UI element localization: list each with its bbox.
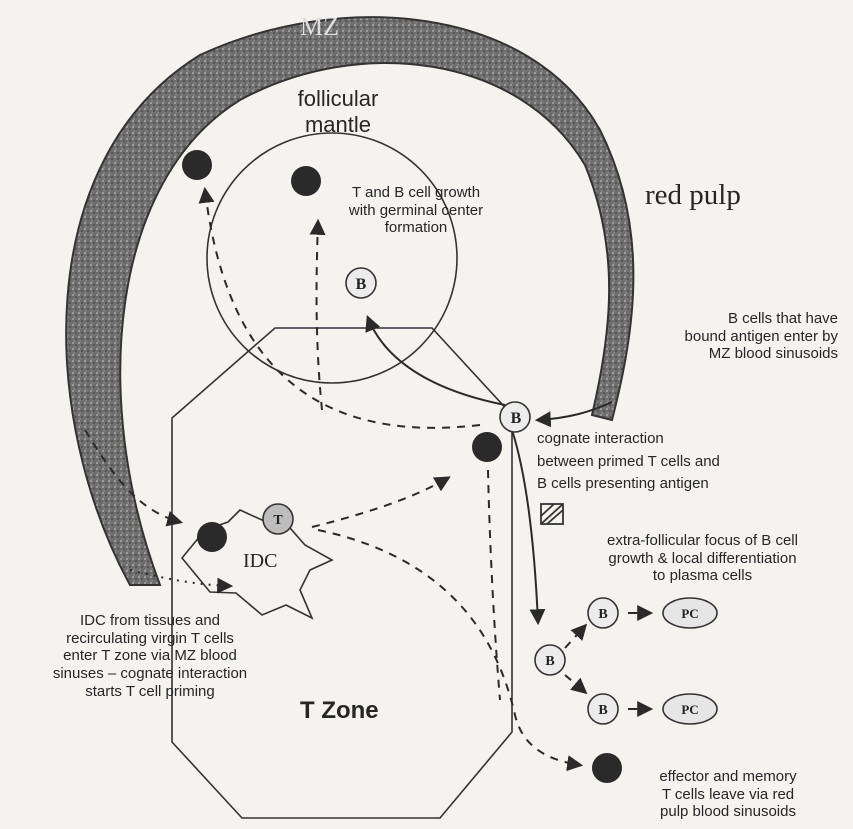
follicle-circle xyxy=(207,133,457,383)
extra-follicular-focus-icon xyxy=(541,504,563,524)
primed-t-cell xyxy=(472,432,502,462)
effector-line-3: pulp blood sinusoids xyxy=(628,803,828,821)
idc-note-line-2: recirculating virgin T cells xyxy=(20,630,280,648)
follicular-mantle-line-1: follicular xyxy=(268,86,408,112)
idc-note-line-1: IDC from tissues and xyxy=(20,612,280,630)
effector-line-1: effector and memory xyxy=(628,768,828,786)
effector-line-2: T cells leave via red xyxy=(628,786,828,804)
effector-t-cell xyxy=(592,753,622,783)
pc-label-upper: PC xyxy=(681,606,698,621)
b-enter-line-1: B cells that have xyxy=(628,310,838,328)
germinal-center-note: T and B cell growth with germinal center… xyxy=(336,184,496,237)
idc-note-line-3: enter T zone via MZ blood xyxy=(20,647,280,665)
idc-entry-note: IDC from tissues and recirculating virgi… xyxy=(20,612,280,700)
red-pulp-label: red pulp xyxy=(645,178,741,212)
t-cell-on-idc xyxy=(197,522,227,552)
cognate-line-3: B cells presenting antigen xyxy=(537,473,720,496)
arrow-b-to-focus xyxy=(512,430,538,622)
follicular-mantle-line-2: mantle xyxy=(268,112,408,138)
b-label-focus-upper: B xyxy=(598,607,607,622)
extra-line-3: to plasma cells xyxy=(560,567,845,585)
t-cell-mantle-left xyxy=(182,150,212,180)
arrow-tcell-down xyxy=(488,470,500,700)
b-cells-enter-note: B cells that have bound antigen enter by… xyxy=(628,310,838,363)
mz-label: MZ xyxy=(300,12,339,43)
extra-line-2: growth & local differentiation xyxy=(560,550,845,568)
cognate-line-1: cognate interaction xyxy=(537,428,720,451)
germinal-line-1: T and B cell growth xyxy=(336,184,496,202)
t-zone-label: T Zone xyxy=(300,697,379,725)
b-enter-line-2: bound antigen enter by xyxy=(628,328,838,346)
extra-follicular-note: extra-follicular focus of B cell growth … xyxy=(560,532,845,585)
b-enter-line-3: MZ blood sinusoids xyxy=(628,345,838,363)
cognate-line-2: between primed T cells and xyxy=(537,451,720,474)
b-label-entering: B xyxy=(511,410,522,427)
idc-label: IDC xyxy=(243,550,277,574)
idc-note-line-4: sinuses – cognate interaction xyxy=(20,665,280,683)
t-cell-mantle-center xyxy=(291,166,321,196)
arrow-b-to-follicle xyxy=(368,318,505,405)
arrow-focus-b-to-b2 xyxy=(565,675,585,692)
b-label-focus: B xyxy=(545,654,554,669)
arrow-idc-to-tcell xyxy=(312,478,448,527)
cognate-interaction-note: cognate interaction between primed T cel… xyxy=(537,428,720,496)
extra-line-1: extra-follicular focus of B cell xyxy=(560,532,845,550)
germinal-line-3: formation xyxy=(336,219,496,237)
t-label-idc-contact: T xyxy=(273,513,283,528)
pc-label-lower: PC xyxy=(681,702,698,717)
b-label-follicle: B xyxy=(356,276,367,293)
b-label-focus-lower: B xyxy=(598,703,607,718)
germinal-line-2: with germinal center xyxy=(336,202,496,220)
idc-note-line-5: starts T cell priming xyxy=(20,683,280,701)
follicular-mantle-label: follicular mantle xyxy=(268,86,408,138)
effector-memory-note: effector and memory T cells leave via re… xyxy=(628,768,828,821)
arrow-focus-b-to-b1 xyxy=(565,626,585,648)
